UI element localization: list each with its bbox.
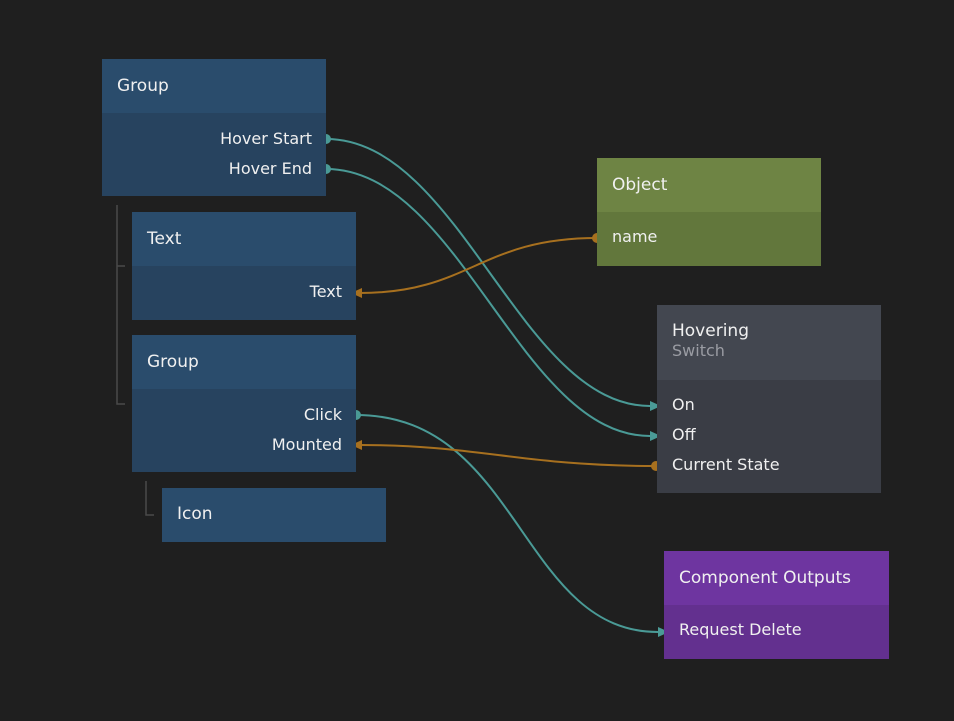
node-title: Text — [147, 229, 182, 249]
hovering-switch-node-header[interactable]: Hovering Switch — [657, 305, 881, 380]
icon-node-header[interactable]: Icon — [162, 488, 386, 542]
object-node[interactable]: Object name — [597, 158, 821, 266]
port-request-delete[interactable]: Request Delete — [679, 620, 802, 639]
component-outputs-node-header[interactable]: Component Outputs — [664, 551, 889, 605]
group-inner-node-header[interactable]: Group — [132, 335, 356, 389]
port-on[interactable]: On — [672, 395, 695, 414]
hierarchy-line-icon — [145, 481, 154, 516]
wire-hover-start-to-on[interactable] — [325, 138, 651, 407]
arrow-in-on[interactable] — [650, 401, 661, 411]
wire-hover-end-to-off[interactable] — [325, 168, 651, 437]
port-name[interactable]: name — [612, 227, 658, 246]
group-inner-node-ports: Click Mounted — [132, 389, 356, 472]
hovering-switch-node[interactable]: Hovering Switch On Off Current State — [657, 305, 881, 493]
text-node[interactable]: Text Text — [132, 212, 356, 320]
port-text[interactable]: Text — [309, 282, 342, 301]
wire-name-to-text[interactable] — [359, 237, 598, 294]
node-title: Group — [117, 76, 169, 96]
text-node-header[interactable]: Text — [132, 212, 356, 266]
port-click[interactable]: Click — [303, 405, 342, 424]
node-title: Component Outputs — [679, 568, 852, 588]
port-current-state[interactable]: Current State — [672, 455, 780, 474]
group-node-ports: Hover Start Hover End — [102, 113, 326, 196]
object-node-header[interactable]: Object — [597, 158, 821, 212]
arrow-in-off[interactable] — [650, 431, 661, 441]
wire-click-to-request-delete[interactable] — [355, 414, 659, 633]
wire-current-state-to-mounted[interactable] — [359, 444, 657, 467]
node-title: Icon — [177, 504, 213, 524]
object-node-ports: name — [597, 212, 821, 266]
port-off[interactable]: Off — [672, 425, 696, 444]
arrow-in-request-delete[interactable] — [658, 627, 669, 637]
port-hover-start[interactable]: Hover Start — [220, 129, 312, 148]
node-title: Group — [147, 352, 199, 372]
group-inner-node[interactable]: Group Click Mounted — [132, 335, 356, 472]
icon-node[interactable]: Icon — [162, 488, 386, 542]
hovering-switch-node-ports: On Off Current State — [657, 380, 881, 493]
hierarchy-line-group-children — [116, 205, 125, 405]
component-outputs-node-ports: Request Delete — [664, 605, 889, 659]
arrow-in-text[interactable] — [351, 288, 362, 298]
component-outputs-node[interactable]: Component Outputs Request Delete — [664, 551, 889, 659]
node-title: Object — [612, 175, 668, 195]
arrow-in-mounted[interactable] — [351, 440, 362, 450]
node-title: Hovering — [672, 321, 749, 341]
group-node-header[interactable]: Group — [102, 59, 326, 113]
group-node[interactable]: Group Hover Start Hover End — [102, 59, 326, 196]
port-mounted[interactable]: Mounted — [271, 435, 342, 454]
text-node-ports: Text — [132, 266, 356, 320]
node-subtitle: Switch — [672, 341, 725, 360]
port-hover-end[interactable]: Hover End — [228, 159, 312, 178]
